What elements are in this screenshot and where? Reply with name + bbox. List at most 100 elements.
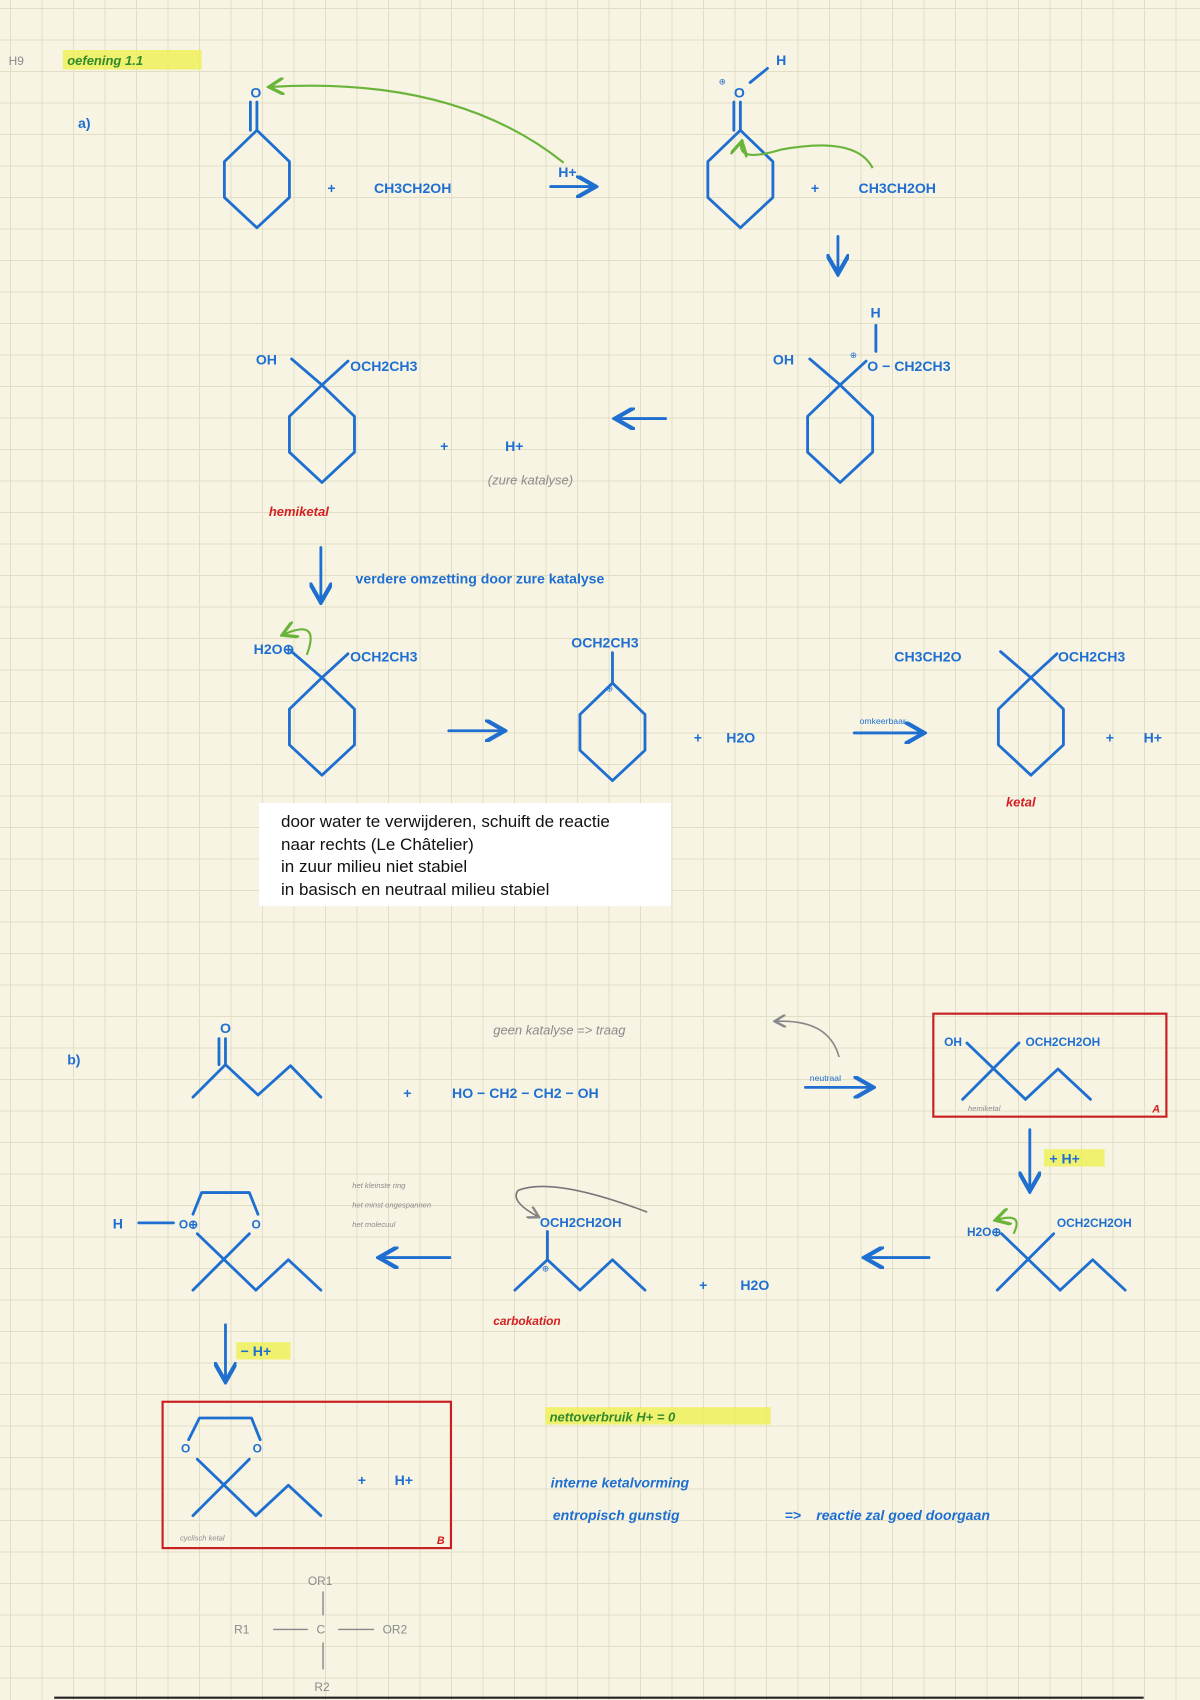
bond bbox=[808, 357, 842, 387]
note-line: in basisch en neutraal milieu stabiel bbox=[281, 879, 550, 899]
hydroxyethoxy-label: OCH2CH2OH bbox=[1025, 1035, 1100, 1049]
carbocation-label: carbokation bbox=[493, 1314, 560, 1328]
plus-sign: + bbox=[694, 730, 702, 746]
hydroxyl-label: OH bbox=[944, 1035, 962, 1049]
bond bbox=[320, 359, 350, 387]
water-label: H2O bbox=[740, 1277, 769, 1293]
oxonium-label: O⊕ bbox=[179, 1217, 198, 1231]
box-a-tag: A bbox=[1151, 1103, 1160, 1115]
cyclohexanone-ring bbox=[222, 128, 291, 230]
title-highlight bbox=[62, 50, 202, 70]
cyclic-ketal-box bbox=[161, 1400, 453, 1550]
hydroxyl-label: OH bbox=[256, 351, 277, 367]
nucleophilic-attack-arrow bbox=[741, 143, 874, 169]
implies-arrow: => bbox=[785, 1507, 801, 1523]
hydroxyethoxy-label: OCH2CH2OH bbox=[1057, 1216, 1132, 1230]
bond bbox=[290, 650, 324, 680]
add-proton-label: + H+ bbox=[1049, 1150, 1080, 1166]
carbocation-charge: ⊕ bbox=[542, 1264, 549, 1274]
hemiketal-chain bbox=[965, 1041, 1027, 1101]
protonated-hemiketal-ring bbox=[288, 676, 356, 777]
arrow-label: neutraal bbox=[810, 1073, 841, 1083]
plus-sign: + bbox=[1106, 730, 1114, 746]
ethylene-glycol: HO − CH2 − CH2 − OH bbox=[452, 1085, 599, 1101]
note-line: in zuur milieu niet stabiel bbox=[281, 857, 468, 876]
hemiketal-chain bbox=[961, 1041, 1021, 1101]
remove-proton-label: − H+ bbox=[241, 1343, 272, 1359]
ethoxy-label: OCH2CH3 bbox=[350, 648, 417, 664]
highlight bbox=[545, 1407, 771, 1425]
acid-catalysis-note: (zure katalyse) bbox=[488, 473, 573, 488]
plus-sign: + bbox=[403, 1085, 411, 1101]
ethoxy-label: OCH2CH3 bbox=[571, 634, 638, 650]
cyclic-intermediate-chain bbox=[195, 1232, 258, 1292]
butanone-chain bbox=[191, 1063, 323, 1099]
leaving-arrow bbox=[284, 629, 312, 656]
protonated-ether-label: O − CH2CH3 bbox=[867, 358, 950, 374]
ring-oxygen: O bbox=[251, 1217, 260, 1231]
carbocation-ring bbox=[578, 681, 647, 783]
protonated-oxygen: O bbox=[734, 85, 745, 101]
oxonium-charge: ⊕ bbox=[719, 77, 726, 87]
proton-label: H+ bbox=[1144, 730, 1162, 746]
bond bbox=[999, 650, 1033, 680]
ethanol-formula: CH3CH2OH bbox=[374, 180, 451, 196]
plus-sign: + bbox=[699, 1277, 707, 1293]
carbonyl-oxygen: O bbox=[250, 85, 261, 101]
formula-left: R1 bbox=[234, 1623, 250, 1637]
plus-sign: + bbox=[811, 180, 819, 196]
ethoxy-right-label: OCH2CH3 bbox=[1058, 648, 1125, 664]
ring-bridge bbox=[191, 1191, 260, 1216]
hemiketal-label: hemiketal bbox=[269, 504, 329, 519]
ethoxy-left-label: CH3CH2O bbox=[894, 648, 961, 664]
entropy-note: entropisch gunstig bbox=[553, 1507, 680, 1523]
conclusion-note: reactie zal goed doorgaan bbox=[816, 1507, 990, 1523]
arrow-label: omkeerbaar bbox=[860, 716, 906, 726]
protonated-ketone-ring bbox=[706, 128, 775, 230]
cyclic-intermediate-chain bbox=[191, 1232, 251, 1292]
proton-label: H bbox=[776, 52, 786, 68]
carbonyl-oxygen: O bbox=[220, 1020, 231, 1036]
cyclic-ketal-chain bbox=[254, 1483, 323, 1517]
water-leaving-group: H2O⊕ bbox=[254, 641, 295, 657]
protonated-hemiketal-chain bbox=[1000, 1232, 1062, 1292]
ring-note-line-3: het molecuul bbox=[352, 1220, 395, 1229]
highlight bbox=[236, 1342, 291, 1360]
cyclic-ketal-chain bbox=[195, 1457, 258, 1517]
box-b-tag: B bbox=[437, 1535, 445, 1547]
proton-label: H bbox=[113, 1215, 123, 1231]
internal-ketal-note: interne ketalvorming bbox=[551, 1474, 690, 1490]
catalyst-label: H+ bbox=[558, 164, 576, 180]
carbocation-chain bbox=[513, 1258, 647, 1292]
no-catalyst-note: geen katalyse => traag bbox=[493, 1022, 626, 1037]
structures bbox=[187, 100, 1127, 1517]
ring-oxygen: O bbox=[253, 1442, 262, 1456]
water-leaving-group: H2O⊕ bbox=[967, 1225, 1001, 1239]
note-box: door water te verwijderen, schuift de re… bbox=[259, 803, 671, 906]
bond bbox=[838, 359, 868, 387]
note-arrow bbox=[776, 1021, 840, 1058]
proton-attack-arrow bbox=[271, 86, 565, 164]
chapter-label: H9 bbox=[9, 54, 25, 68]
hydroxyl-label: OH bbox=[773, 351, 794, 367]
proton-label: H+ bbox=[505, 438, 523, 454]
proton-label: H+ bbox=[395, 1472, 413, 1488]
ring-closing-arrow bbox=[515, 1185, 648, 1216]
plus-sign: + bbox=[327, 180, 335, 196]
bond bbox=[1029, 652, 1059, 680]
water-label: H2O bbox=[726, 730, 755, 746]
further-reaction-note: verdere omzetting door zure katalyse bbox=[356, 570, 605, 586]
hemiketal-chain bbox=[1024, 1067, 1092, 1101]
box-b-caption: cyclisch ketal bbox=[180, 1534, 225, 1543]
oxonium-charge: ⊕ bbox=[850, 350, 857, 360]
ketal-ring bbox=[996, 676, 1065, 777]
bond bbox=[320, 652, 350, 680]
ring-oxygen: O bbox=[181, 1442, 190, 1456]
ring-bridge bbox=[187, 1416, 262, 1442]
protonated-hemiketal-chain bbox=[995, 1232, 1056, 1292]
ring-note-line-1: het kleinste ring bbox=[352, 1181, 406, 1190]
protonated-hemiketal-ring bbox=[806, 383, 875, 484]
ketal-label: ketal bbox=[1006, 795, 1036, 810]
